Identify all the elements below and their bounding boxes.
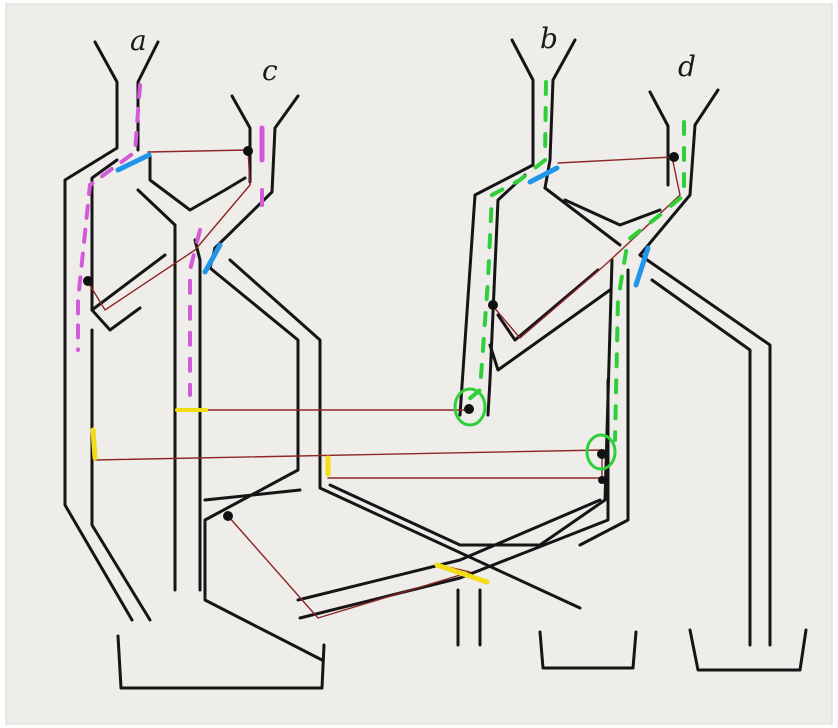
label-c: c	[262, 54, 278, 87]
path-b-dashed	[466, 80, 548, 402]
junction-dot-b-circle	[464, 404, 474, 414]
yellow-markers	[90, 408, 490, 585]
left-tube-network	[63, 40, 610, 690]
connecting-wires	[87, 149, 681, 619]
channel-c-inner	[203, 488, 302, 502]
basin-right-2	[688, 628, 808, 672]
channel-a-inner-wall	[90, 158, 167, 312]
inlet-b-left-wall	[458, 38, 535, 417]
channel-d-down-1	[328, 258, 614, 547]
inlet-c-left-wall	[230, 94, 252, 184]
yellow-marker-lower	[434, 562, 490, 585]
inlet-d-left-wall	[648, 90, 670, 187]
path-a-center-dashed	[188, 228, 202, 397]
cross-left-down-2	[193, 238, 202, 592]
blue-marker-d	[633, 245, 651, 288]
label-a: a	[130, 24, 147, 57]
channel-lower-diag	[296, 498, 602, 602]
channel-lower-diag-2	[298, 378, 610, 620]
junction-dots	[83, 146, 679, 521]
blue-marker-a	[115, 152, 152, 173]
channel-d-down-2	[578, 268, 630, 547]
channel-c-outer	[228, 258, 582, 610]
junction-dot-lower-left	[223, 511, 233, 521]
inlet-a-left-wall	[63, 40, 134, 622]
path-d-dashed	[613, 120, 686, 442]
wire-a-c-top	[147, 149, 249, 153]
channel-a-outer-left	[90, 328, 152, 622]
green-highlight-circle-d	[585, 433, 617, 471]
wire-a-to-d	[94, 449, 603, 461]
inlet-a-right-wall	[136, 40, 160, 152]
inlet-c-right-wall	[213, 94, 300, 250]
blue-marker-b	[527, 165, 560, 185]
channel-d-right-1	[638, 253, 772, 647]
wire-b-d-top	[557, 156, 673, 164]
channel-b-inner	[486, 173, 527, 417]
right-tube-network	[328, 38, 808, 672]
channel-d-right-2	[650, 278, 752, 647]
cross-left-nw	[148, 153, 247, 212]
blue-marker-c	[202, 242, 223, 275]
basin-right-1	[538, 630, 638, 670]
junction-dot-a	[83, 276, 93, 286]
wire-b-d-down	[491, 156, 681, 339]
label-b: b	[540, 22, 558, 55]
path-a-dashed	[76, 83, 142, 352]
junction-dot-c	[243, 146, 253, 156]
junction-dot-d-circle	[597, 449, 607, 459]
channel-d-outer	[543, 186, 622, 247]
basin-left	[116, 634, 326, 690]
channel-b-cross	[496, 268, 600, 342]
channel-b-cross-2	[488, 288, 612, 372]
channel-a-cross-down	[90, 306, 142, 332]
green-highlight-circle-b	[453, 387, 487, 427]
inlet-d-right-wall	[638, 88, 720, 257]
junction-dot-d-top	[669, 152, 679, 162]
junction-dot-b-inner	[488, 300, 498, 310]
wire-c-down-left	[87, 149, 251, 311]
junction-dot-d-lower	[598, 476, 606, 484]
cross-left-down-1	[136, 188, 177, 592]
yellow-marker-left	[90, 427, 98, 461]
label-d: d	[678, 50, 696, 83]
blue-markers	[115, 152, 651, 288]
channel-d-cross	[563, 198, 662, 227]
